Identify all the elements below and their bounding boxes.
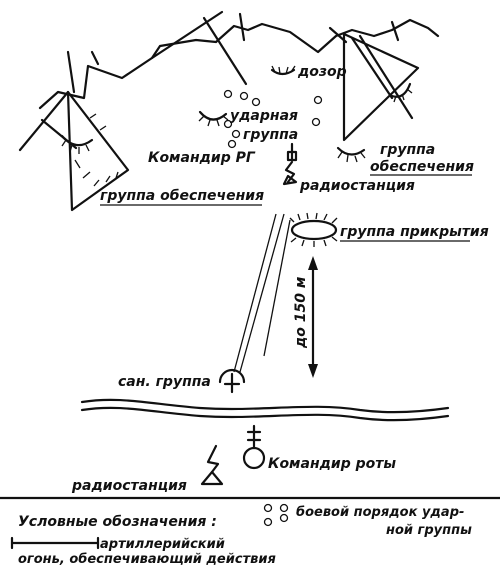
departure-line [80, 398, 450, 422]
label-company-commander: Командир роты [268, 456, 396, 472]
label-radio-top: радиостанция [299, 178, 415, 194]
legend-item1-line1: боевой порядок удар- [296, 505, 464, 520]
sanitary-group-symbol [218, 368, 246, 394]
cover-group-symbol [289, 212, 338, 247]
label-support-left: группа обеспечения [100, 188, 264, 204]
label-cover-group: группа прикрытия [340, 224, 489, 240]
legend-artillery-icon [10, 536, 100, 550]
radio-station-bottom-symbol [200, 444, 224, 486]
label-patrol: дозор [297, 64, 347, 80]
label-assault-2: группа [243, 127, 298, 143]
label-support-right-1: группа [380, 142, 435, 158]
label-san-group: сан. группа [118, 374, 211, 390]
label-commander-rg: Командир РГ [148, 150, 256, 166]
label-support-right-2: обеспечения [370, 159, 474, 175]
left-support-sector [18, 90, 130, 212]
wire-obstacle [38, 10, 440, 110]
right-support-sector [336, 32, 420, 163]
distance-arrow [308, 256, 318, 378]
legend-title: Условные обозначения : [18, 514, 217, 530]
legend-item1-line2: ной группы [386, 523, 472, 538]
patrol-symbol [270, 65, 296, 76]
legend-formation-icon [263, 503, 289, 527]
legend-item2-line1: артиллерийский [100, 537, 225, 552]
label-distance: до 150 м [293, 277, 309, 349]
radio-station-top-symbol [282, 160, 298, 186]
label-radio-bottom: радиостанция [71, 478, 187, 494]
label-assault-1: ударная [230, 108, 298, 124]
assault-group-formation [198, 89, 323, 149]
company-commander-symbol [242, 424, 266, 470]
commander-rg-symbol [286, 142, 298, 162]
approach-lines [233, 213, 291, 373]
legend-item2-line2: огонь, обеспечивающий действия [18, 552, 276, 567]
